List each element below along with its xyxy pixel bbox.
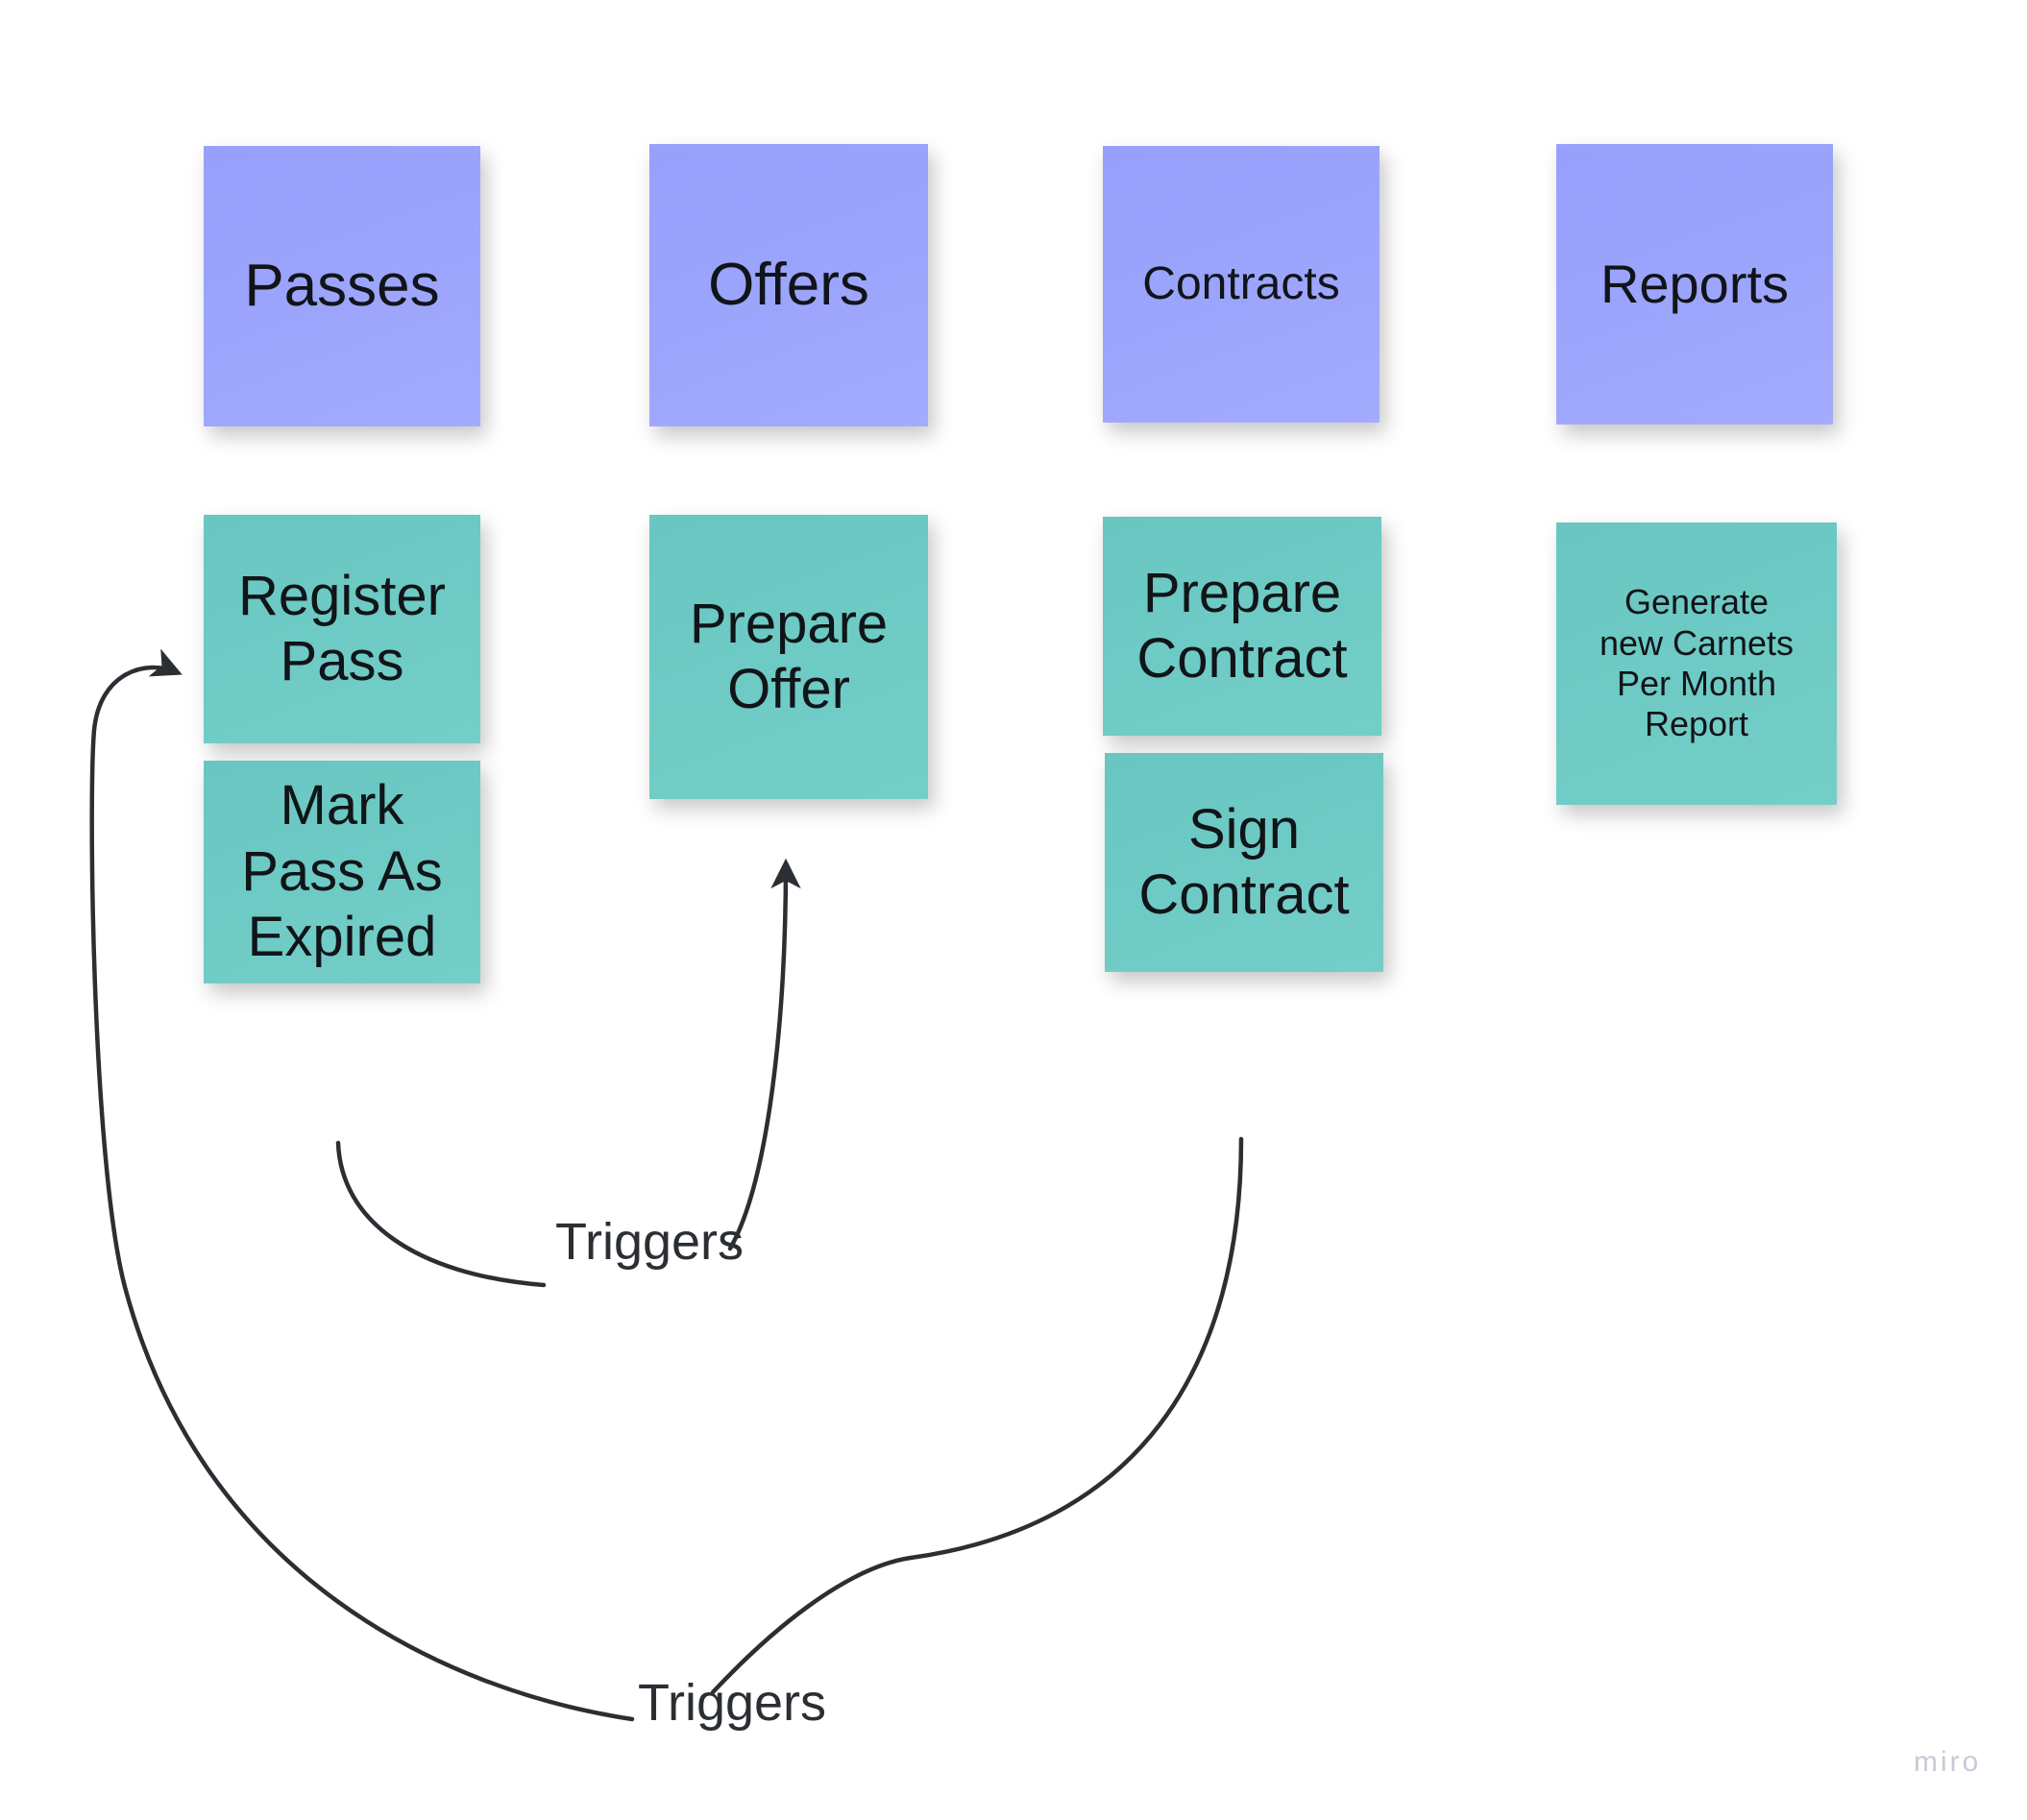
- action-note-prepare-offer-label: Prepare Offer: [689, 592, 889, 720]
- category-note-passes[interactable]: Passes: [204, 146, 480, 426]
- category-note-reports[interactable]: Reports: [1556, 144, 1833, 425]
- action-note-sign-contract[interactable]: Sign Contract: [1105, 753, 1383, 972]
- action-note-generate-carnets-report[interactable]: Generate new Carnets Per Month Report: [1556, 522, 1837, 805]
- action-note-register-pass-label: Register Pass: [238, 564, 446, 692]
- action-note-register-pass[interactable]: Register Pass: [204, 515, 480, 743]
- category-note-passes-label: Passes: [244, 253, 440, 320]
- action-note-prepare-contract[interactable]: Prepare Contract: [1103, 517, 1381, 736]
- connector-path-sign-contract-to-label: [710, 1136, 1244, 1695]
- action-note-sign-contract-label: Sign Contract: [1138, 797, 1350, 926]
- miro-watermark-text: miro: [1914, 1746, 1982, 1778]
- action-note-mark-pass-as-expired[interactable]: Mark Pass As Expired: [204, 761, 480, 983]
- action-note-prepare-contract-label: Prepare Contract: [1136, 561, 1348, 690]
- connector-label-triggers-offer[interactable]: Triggers: [555, 1212, 744, 1272]
- category-note-contracts-label: Contracts: [1142, 257, 1340, 309]
- connector-label-triggers-register[interactable]: Triggers: [638, 1673, 826, 1733]
- connector-label-triggers-register-text: Triggers: [638, 1674, 827, 1732]
- category-note-offers[interactable]: Offers: [649, 144, 928, 426]
- miro-watermark: miro: [1914, 1746, 1981, 1779]
- connector-path-mark-expired-to-label: [335, 1140, 547, 1288]
- category-note-offers-label: Offers: [708, 252, 869, 319]
- category-note-reports-label: Reports: [1600, 253, 1790, 314]
- connector-label-triggers-offer-text: Triggers: [555, 1213, 745, 1271]
- action-note-mark-pass-as-expired-label: Mark Pass As Expired: [241, 774, 443, 969]
- connector-path-label-to-prepare-offer: [727, 858, 801, 1251]
- category-note-contracts[interactable]: Contracts: [1103, 146, 1380, 423]
- action-note-prepare-offer[interactable]: Prepare Offer: [649, 515, 928, 799]
- action-note-generate-carnets-report-label: Generate new Carnets Per Month Report: [1599, 582, 1795, 744]
